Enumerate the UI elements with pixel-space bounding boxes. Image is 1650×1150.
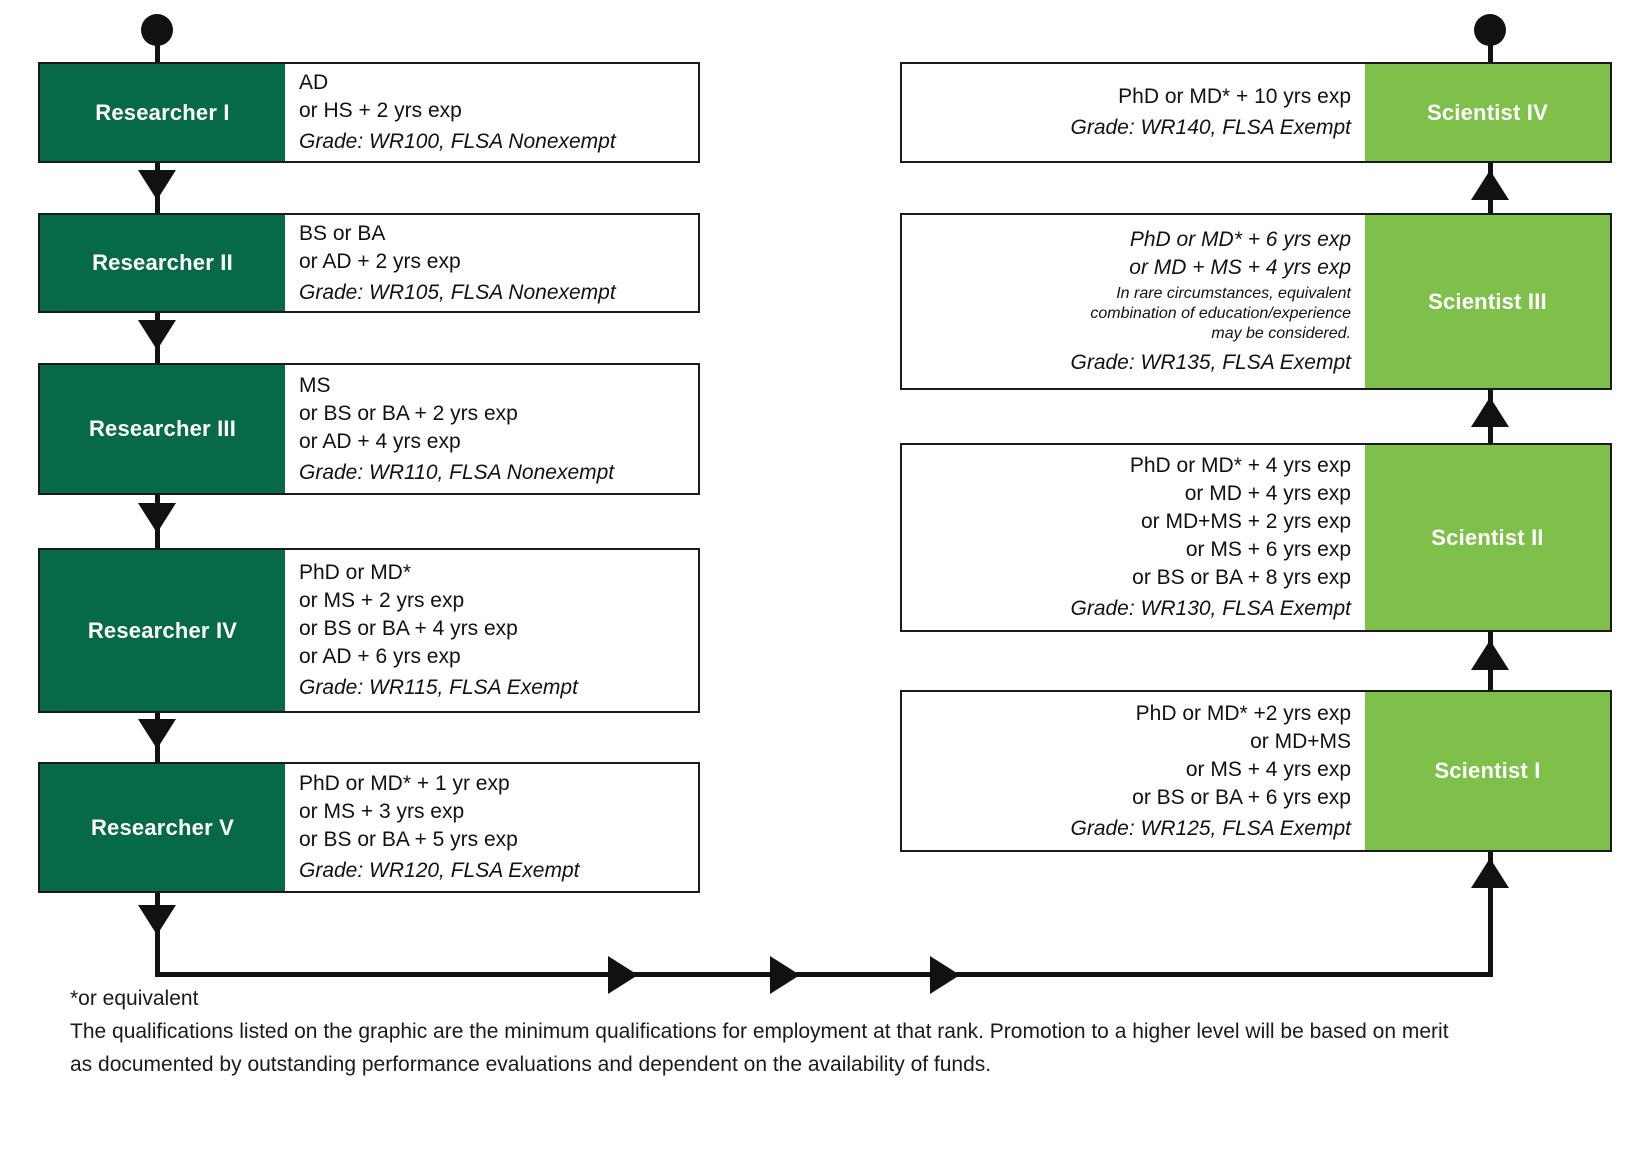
qualification-line: or MS + 3 yrs exp bbox=[299, 800, 465, 823]
researcher-ii-qualifications: BS or BA or AD + 2 yrs exp Grade: WR105,… bbox=[285, 215, 698, 311]
qualification-line: AD bbox=[299, 71, 329, 94]
scientist-i-qualifications: PhD or MD* +2 yrs exp or MD+MS or MS + 4… bbox=[902, 692, 1365, 850]
qualification-line: or BS or BA + 2 yrs exp bbox=[299, 401, 518, 425]
right-arrow-icon bbox=[930, 956, 960, 994]
qualification-line: or BS or BA + 4 yrs exp bbox=[299, 617, 518, 640]
scientist-iii-label: Scientist III bbox=[1365, 215, 1610, 388]
qualification-line: or MD+MS bbox=[1250, 729, 1351, 753]
qualification-line: PhD or MD* + 4 yrs exp bbox=[1129, 454, 1351, 477]
grade-line: Grade: WR120, FLSA Exempt bbox=[299, 859, 580, 882]
connector-line bbox=[155, 893, 160, 977]
researcher-iv-qualifications: PhD or MD* or MS + 2 yrs exp or BS or BA… bbox=[285, 550, 698, 711]
qualification-line: or BS or BA + 8 yrs exp bbox=[1132, 566, 1351, 589]
scientist-i-label: Scientist I bbox=[1365, 692, 1610, 850]
researcher-i-qualifications: AD or HS + 2 yrs exp Grade: WR100, FLSA … bbox=[285, 64, 698, 161]
qualification-line: or MS + 6 yrs exp bbox=[1185, 538, 1351, 561]
connector-line bbox=[155, 40, 160, 62]
note-line: combination of education/experience bbox=[1090, 305, 1351, 322]
grade-line: Grade: WR125, FLSA Exempt bbox=[1070, 816, 1352, 840]
qualification-line: or MS + 2 yrs exp bbox=[299, 589, 465, 612]
footnote-asterisk: *or equivalent bbox=[70, 987, 199, 1010]
connector-line bbox=[1488, 40, 1493, 62]
connector-line bbox=[1488, 852, 1493, 975]
researcher-i-label: Researcher I bbox=[40, 64, 285, 161]
grade-line: Grade: WR100, FLSA Nonexempt bbox=[299, 130, 616, 153]
qualification-line: or AD + 6 yrs exp bbox=[299, 645, 461, 668]
researcher-iii-qualifications: MS or BS or BA + 2 yrs exp or AD + 4 yrs… bbox=[285, 365, 698, 493]
researcher-v-label: Researcher V bbox=[40, 764, 285, 891]
researcher-ii-label: Researcher II bbox=[40, 215, 285, 311]
qualification-line: or BS or BA + 5 yrs exp bbox=[299, 828, 518, 851]
qualification-line: MS bbox=[299, 373, 331, 397]
researcher-ii-box: Researcher II BS or BA or AD + 2 yrs exp… bbox=[38, 213, 700, 313]
up-arrow-icon bbox=[1471, 640, 1509, 670]
scientist-ii-qualifications: PhD or MD* + 4 yrs exp or MD + 4 yrs exp… bbox=[902, 445, 1365, 630]
grade-line: Grade: WR130, FLSA Exempt bbox=[1070, 597, 1352, 620]
researcher-iv-box: Researcher IV PhD or MD* or MS + 2 yrs e… bbox=[38, 548, 700, 713]
scientist-iii-qualifications: PhD or MD* + 6 yrs exp or MD + MS + 4 yr… bbox=[902, 215, 1365, 388]
researcher-iv-label: Researcher IV bbox=[40, 550, 285, 711]
qualification-line: PhD or MD* + 10 yrs exp bbox=[1118, 85, 1351, 108]
down-arrow-icon bbox=[138, 719, 176, 749]
right-arrow-icon bbox=[608, 956, 638, 994]
qualification-line: or MD + 4 yrs exp bbox=[1184, 482, 1351, 505]
scientist-ii-box: PhD or MD* + 4 yrs exp or MD + 4 yrs exp… bbox=[900, 443, 1612, 632]
scientist-iii-box: PhD or MD* + 6 yrs exp or MD + MS + 4 yr… bbox=[900, 213, 1612, 390]
rare-circumstances-note: In rare circumstances, equivalent combin… bbox=[916, 284, 1351, 344]
researcher-i-box: Researcher I AD or HS + 2 yrs exp Grade:… bbox=[38, 62, 700, 163]
grade-line: Grade: WR135, FLSA Exempt bbox=[1070, 351, 1352, 374]
qualification-line: PhD or MD* + 1 yr exp bbox=[299, 772, 510, 795]
qualification-line: or MD+MS + 2 yrs exp bbox=[1140, 510, 1351, 533]
up-arrow-icon bbox=[1471, 397, 1509, 427]
note-line: In rare circumstances, equivalent bbox=[1116, 285, 1351, 302]
qualification-line: or HS + 2 yrs exp bbox=[299, 99, 462, 122]
qualification-line: or MD + MS + 4 yrs exp bbox=[1129, 256, 1351, 279]
footnote: *or equivalent The qualifications listed… bbox=[70, 982, 1449, 1081]
researcher-iii-box: Researcher III MS or BS or BA + 2 yrs ex… bbox=[38, 363, 700, 495]
researcher-v-box: Researcher V PhD or MD* + 1 yr exp or MS… bbox=[38, 762, 700, 893]
grade-line: Grade: WR115, FLSA Exempt bbox=[299, 676, 578, 699]
qualification-line: PhD or MD* bbox=[299, 561, 412, 584]
scientist-i-box: PhD or MD* +2 yrs exp or MD+MS or MS + 4… bbox=[900, 690, 1612, 852]
grade-line: Grade: WR140, FLSA Exempt bbox=[1070, 116, 1352, 139]
right-arrow-icon bbox=[770, 956, 800, 994]
note-line: may be considered. bbox=[1211, 325, 1351, 342]
scientist-iv-label: Scientist IV bbox=[1365, 64, 1610, 161]
qualification-line: BS or BA bbox=[299, 221, 386, 245]
grade-line: Grade: WR105, FLSA Nonexempt bbox=[299, 280, 616, 304]
qualification-line: or BS or BA + 6 yrs exp bbox=[1132, 785, 1351, 809]
footnote-text-line: as documented by outstanding performance… bbox=[70, 1053, 992, 1076]
scientist-iv-qualifications: PhD or MD* + 10 yrs exp Grade: WR140, FL… bbox=[902, 64, 1365, 161]
down-arrow-icon bbox=[138, 170, 176, 200]
scientist-ii-label: Scientist II bbox=[1365, 445, 1610, 630]
down-arrow-icon bbox=[138, 503, 176, 533]
grade-line: Grade: WR110, FLSA Nonexempt bbox=[299, 460, 615, 484]
qualification-line: or MS + 4 yrs exp bbox=[1185, 757, 1351, 781]
qualification-line: or AD + 2 yrs exp bbox=[299, 249, 461, 273]
qualification-line: PhD or MD* +2 yrs exp bbox=[1135, 701, 1351, 725]
qualification-line: or AD + 4 yrs exp bbox=[299, 429, 461, 453]
footnote-text-line: The qualifications listed on the graphic… bbox=[70, 1020, 1449, 1043]
up-arrow-icon bbox=[1471, 858, 1509, 888]
down-arrow-icon bbox=[138, 320, 176, 350]
researcher-v-qualifications: PhD or MD* + 1 yr exp or MS + 3 yrs exp … bbox=[285, 764, 698, 891]
qualification-line: PhD or MD* + 6 yrs exp bbox=[1129, 228, 1351, 251]
up-arrow-icon bbox=[1471, 170, 1509, 200]
scientist-iv-box: PhD or MD* + 10 yrs exp Grade: WR140, FL… bbox=[900, 62, 1612, 163]
connector-line bbox=[155, 972, 1493, 977]
end-terminal-circle bbox=[1474, 14, 1506, 46]
researcher-iii-label: Researcher III bbox=[40, 365, 285, 493]
down-arrow-icon bbox=[138, 905, 176, 935]
